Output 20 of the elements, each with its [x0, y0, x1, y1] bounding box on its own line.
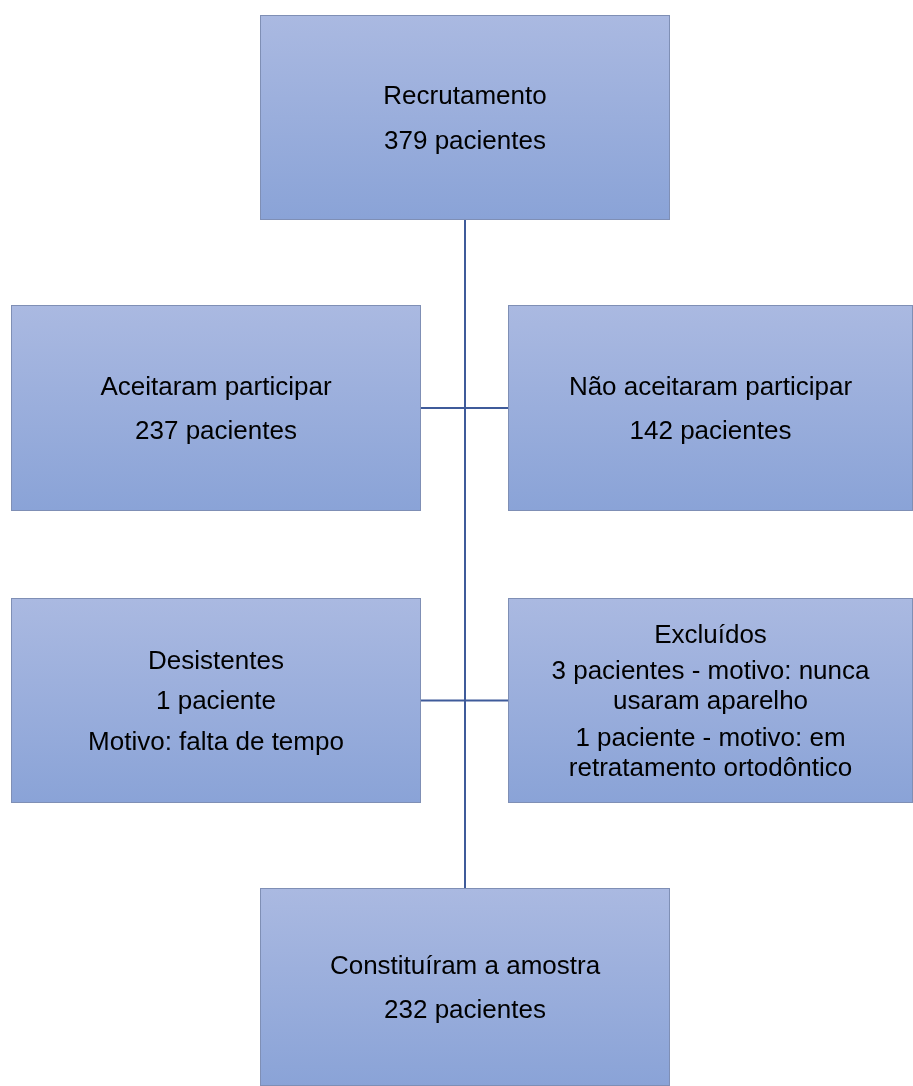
- box-text: Constituíram a amostra: [329, 949, 601, 980]
- box-text: 3 pacientes - motivo: nunca usaram aparelho: [550, 655, 871, 716]
- process-box: [260, 888, 670, 1086]
- box-text: Não aceitaram participar: [568, 370, 853, 401]
- box-text: Desistentes: [148, 645, 284, 676]
- box-text: 379 pacientes: [384, 124, 546, 155]
- box-text: 1 paciente: [156, 685, 276, 716]
- box-text: Recrutamento: [383, 80, 547, 111]
- process-box: [260, 15, 670, 220]
- box-text: Excluídos: [654, 619, 767, 650]
- process-box: [508, 305, 913, 511]
- box-text: 142 pacientes: [629, 415, 792, 446]
- box-text: 237 pacientes: [135, 415, 297, 446]
- box-text: Aceitaram participar: [100, 370, 332, 401]
- process-box: [11, 598, 421, 803]
- process-box: [508, 598, 913, 803]
- box-text: 1 paciente - motivo: em retratamento ortodôntico: [567, 721, 854, 782]
- box-text: Motivo: falta de tempo: [88, 725, 344, 756]
- box-text: 232 pacientes: [384, 994, 546, 1025]
- process-box: [11, 305, 421, 511]
